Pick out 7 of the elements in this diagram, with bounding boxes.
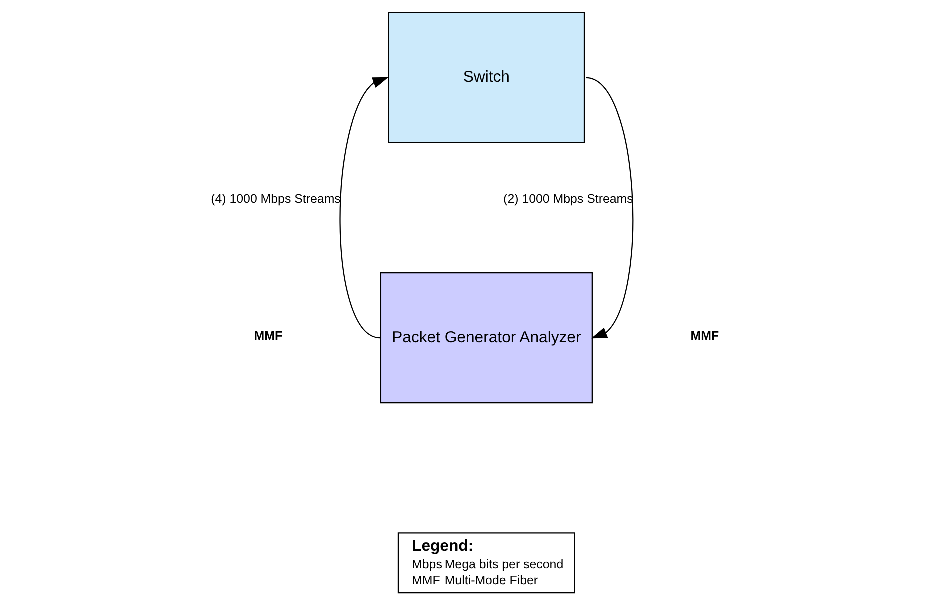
node-box: Packet Generator Analyzer [380,272,592,404]
label: MMF [254,329,282,344]
arrow [339,77,388,339]
arrow [586,77,634,339]
node-box: Legend: Mbps Mega bits per second MMF Multi-Mode Fiber [397,532,575,594]
node-box: Switch [388,12,585,144]
label: MMF [690,329,719,344]
